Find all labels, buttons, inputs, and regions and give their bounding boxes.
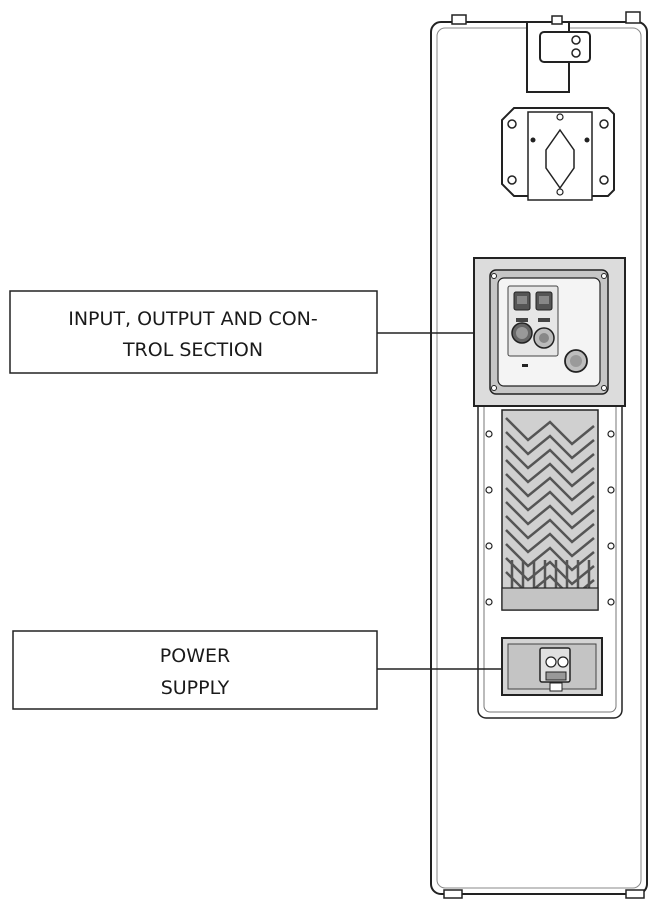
- heatsink-fin: [505, 515, 595, 544]
- power-callout-line2: SUPPLY: [161, 677, 230, 699]
- mounting-plate-icon: [501, 107, 615, 201]
- power-supply-callout: POWER SUPPLY: [12, 630, 378, 710]
- heatsink-fin: [505, 459, 595, 488]
- heatsink-fin: [505, 417, 595, 446]
- io-section-callout: INPUT, OUTPUT AND CON- TROL SECTION: [9, 290, 378, 374]
- rigging-bracket-icon: [526, 15, 591, 93]
- heatsink-fin: [505, 431, 595, 460]
- heatsink-fin: [505, 445, 595, 474]
- heatsink-fin: [505, 557, 595, 586]
- heatsink-fin: [505, 473, 595, 502]
- io-section-highlight: [473, 257, 626, 407]
- status-led-icon: [522, 364, 528, 367]
- heatsink: [501, 409, 599, 611]
- io-callout-line2: TROL SECTION: [122, 339, 263, 361]
- io-callout-line1: INPUT, OUTPUT AND CON-: [68, 308, 318, 330]
- heatsink-fin: [505, 529, 595, 558]
- heatsink-fin: [505, 487, 595, 516]
- heatsink-fin: [505, 501, 595, 530]
- power-callout-line1: POWER: [160, 645, 230, 667]
- heatsink-fin: [505, 543, 595, 572]
- power-supply-highlight: [501, 637, 603, 696]
